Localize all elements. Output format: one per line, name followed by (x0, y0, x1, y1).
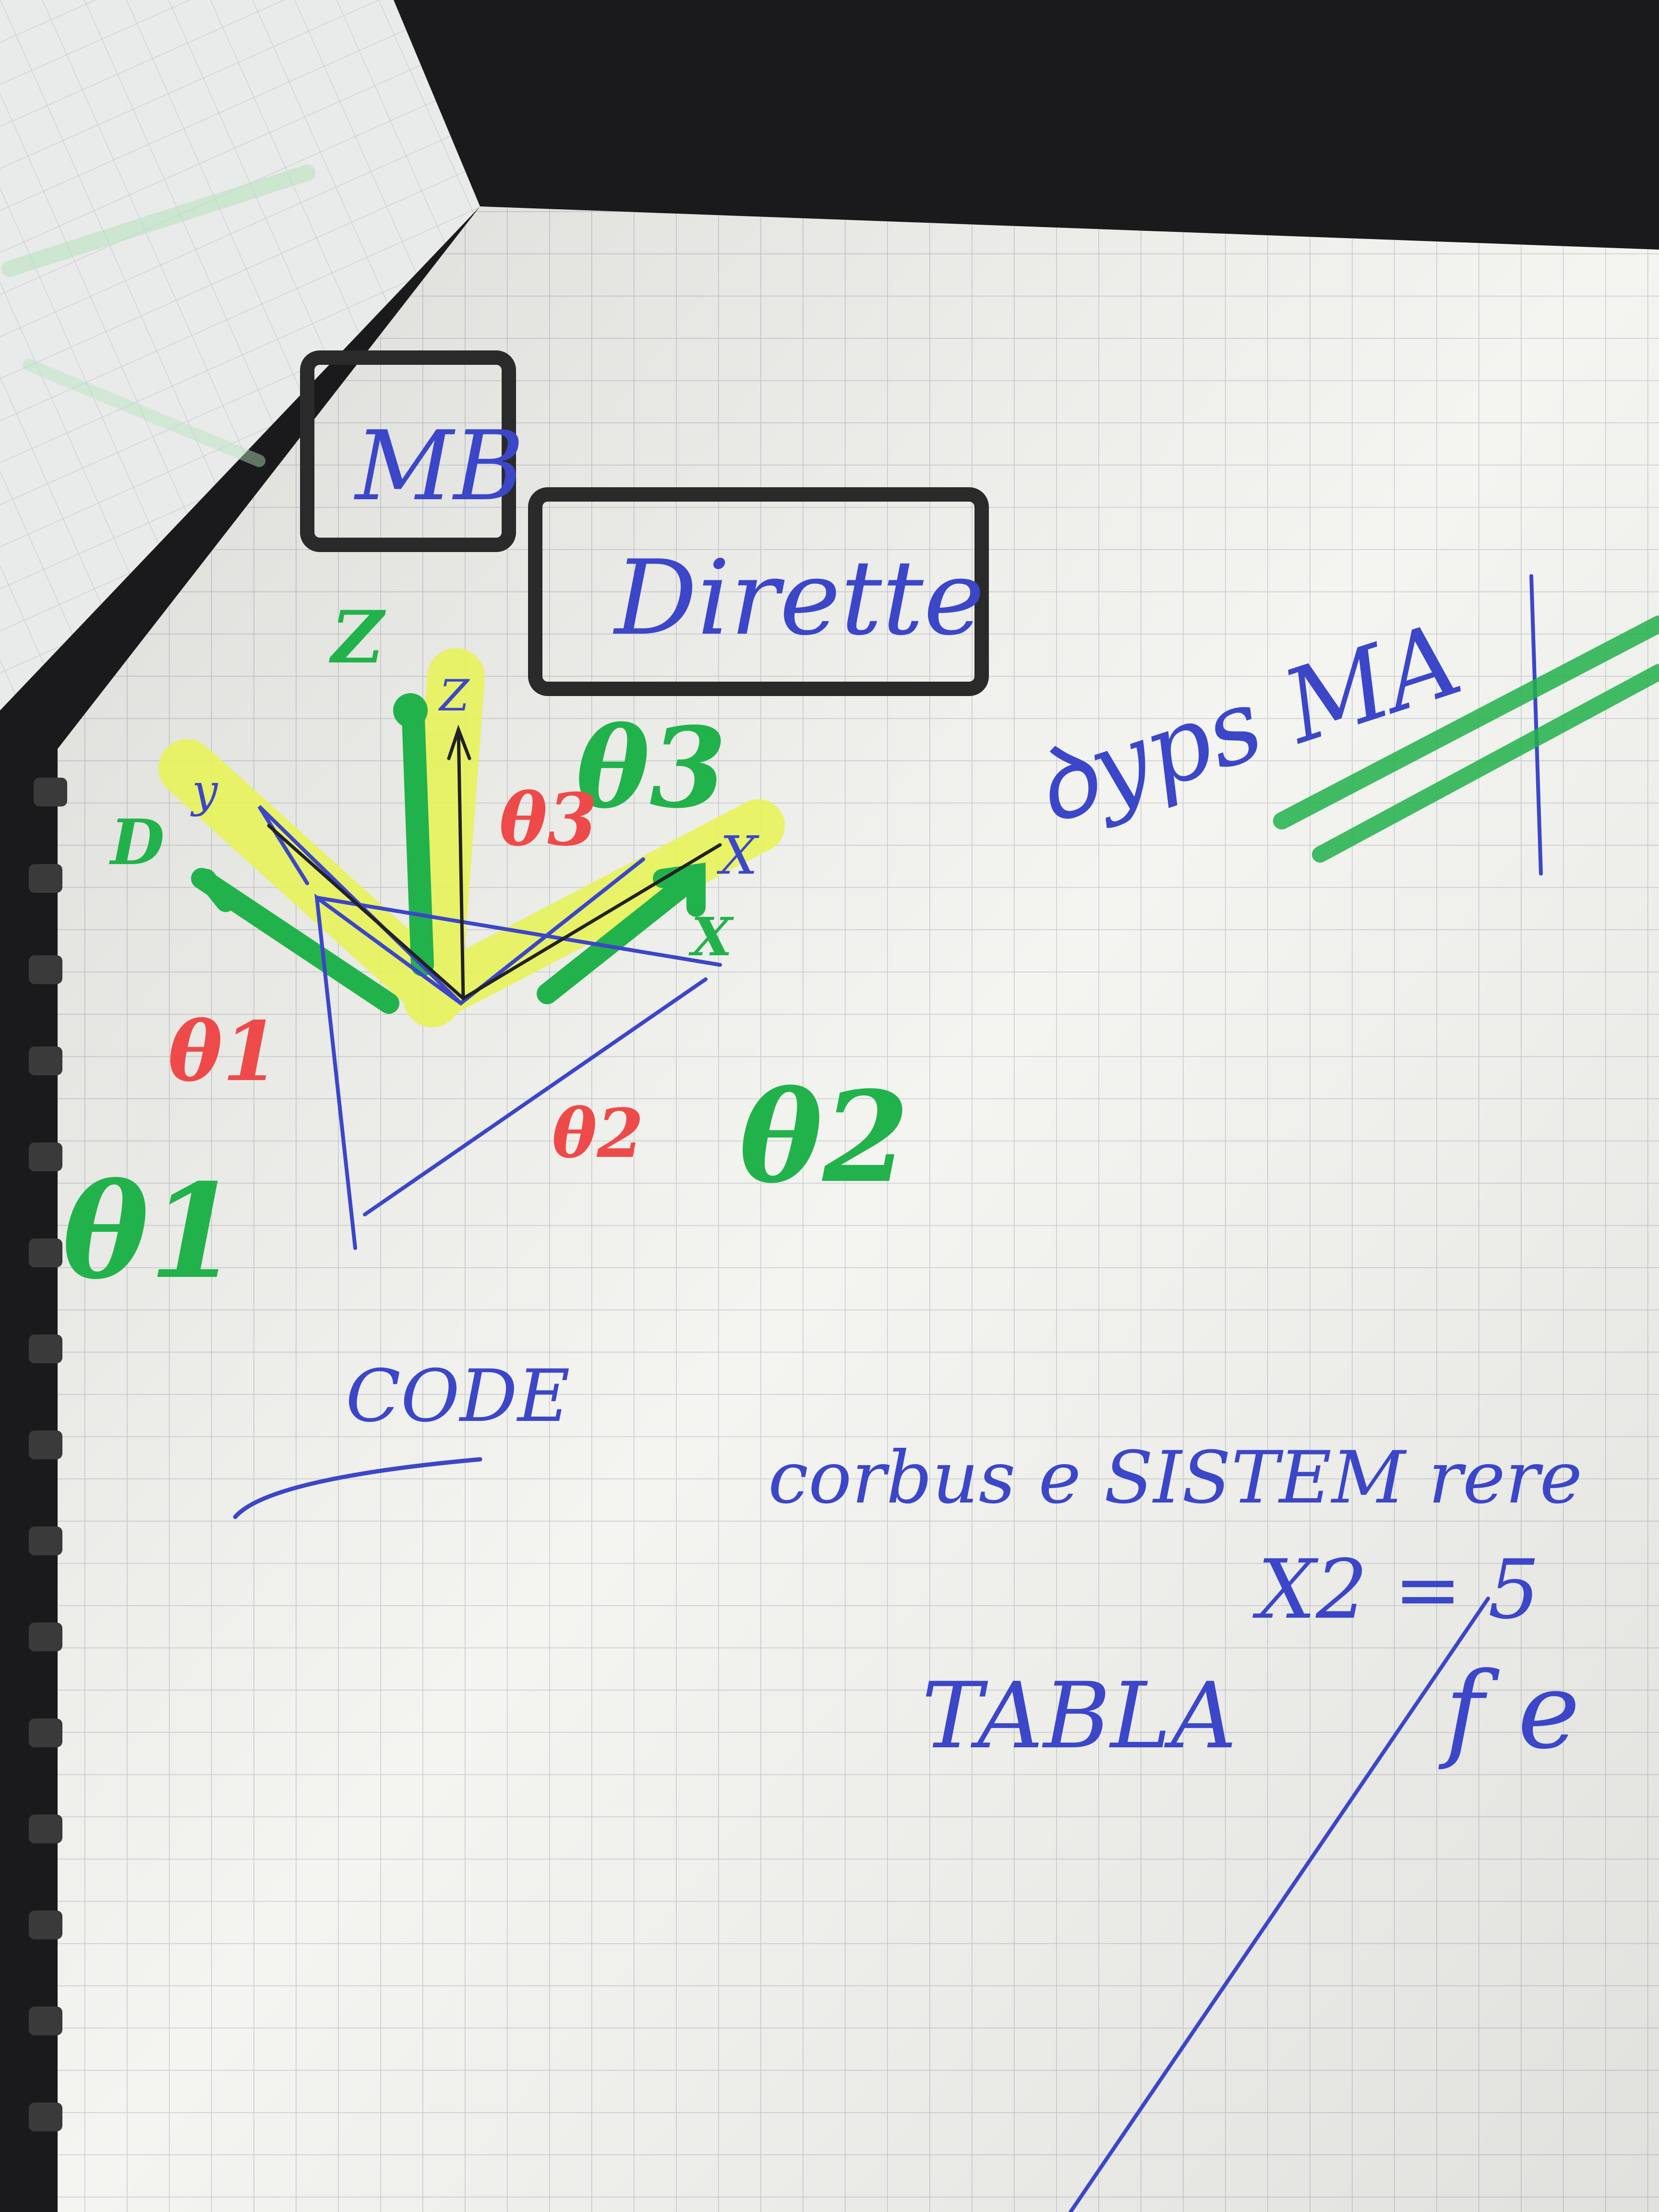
red-theta3-label: θ3 (499, 778, 597, 862)
red-theta2-label: θ2 (552, 1094, 644, 1173)
table-note: TABLA (922, 1663, 1237, 1769)
box-mb-label: MB (353, 410, 524, 522)
box-mb: MB (300, 350, 524, 552)
spiral-binding (29, 778, 67, 2131)
green-z-label: Z (329, 595, 386, 680)
green-axes (191, 693, 706, 1014)
long-diagonal-stroke (1069, 1597, 1490, 2212)
green-y-label: D (108, 805, 165, 879)
trailing-note: f e (1438, 1649, 1580, 1772)
green-theta3-label: θ3 (576, 703, 726, 833)
blue-z-label: Z (438, 671, 470, 721)
green-x-label: X (688, 906, 734, 968)
box-direct-label: Dirette (613, 538, 985, 658)
green-theta1-label: θ1 (62, 1155, 239, 1308)
code-underline (233, 1457, 482, 1519)
box-direct: Dirette (528, 487, 989, 696)
formula-note: X2 = 5 (1252, 1542, 1540, 1637)
blue-x-label: X (716, 825, 759, 886)
back-sheet (0, 0, 480, 710)
code-note: CODE (346, 1355, 570, 1438)
blue-axes (257, 805, 722, 1250)
red-theta1-label: θ1 (168, 1004, 279, 1100)
blue-y-label: y (190, 765, 218, 817)
black-axes (267, 724, 722, 1000)
green-theta2-label: θ2 (739, 1064, 909, 1211)
sentence-note: corbus e SISTEM rere (768, 1436, 1582, 1520)
